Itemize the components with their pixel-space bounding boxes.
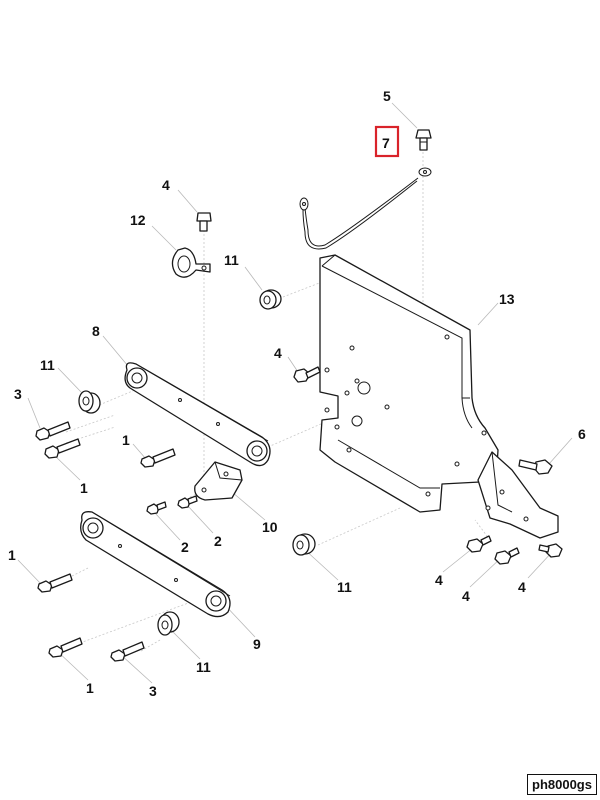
bolt-3-bottom: [110, 641, 145, 662]
callout-2: 2: [181, 539, 189, 555]
bushing-center: [292, 533, 316, 556]
callout-4: 4: [162, 177, 170, 193]
leader-lines: [17, 102, 573, 684]
bushing-upper: [259, 289, 282, 310]
callout-11: 11: [196, 659, 211, 675]
callout-6: 6: [578, 426, 586, 442]
callout-10: 10: [262, 519, 278, 535]
callout-9: 9: [253, 636, 261, 652]
small-bracket: [194, 461, 243, 501]
bolt-1-bottom: [48, 637, 83, 658]
clamp: [171, 247, 211, 278]
bolt-4-right-c: [538, 543, 563, 558]
screw-2-a: [146, 501, 167, 515]
callout-1: 1: [80, 480, 88, 496]
callout-1: 1: [8, 547, 16, 563]
main-plate: [319, 254, 559, 539]
bushing-left-upper: [78, 390, 101, 414]
bolt-4-right-a: [466, 535, 492, 553]
ground-strap: [299, 167, 432, 250]
callout-3: 3: [14, 386, 22, 402]
highlight-box: [374, 125, 400, 158]
callout-11: 11: [40, 357, 55, 373]
screw-2-b: [177, 495, 198, 509]
callout-4: 4: [462, 588, 470, 604]
callout-12: 12: [130, 212, 146, 228]
callout-4: 4: [274, 345, 282, 361]
callout-2: 2: [214, 533, 222, 549]
callout-4: 4: [518, 579, 526, 595]
bolt-1-left: [44, 438, 81, 459]
callout-8: 8: [92, 323, 100, 339]
bushing-lower: [157, 611, 180, 636]
link-arm-upper: [124, 362, 271, 467]
callout-labels: 5 7 4 12 11 13 8 4 11 3 1 1 6 2 2 10 1 1…: [8, 88, 586, 699]
callout-1: 1: [122, 432, 130, 448]
callout-11: 11: [337, 579, 352, 595]
drawing-code: ph8000gs: [532, 777, 592, 792]
drawing-code-badge: ph8000gs: [527, 774, 597, 795]
callout-13: 13: [499, 291, 515, 307]
bolt-1-middle: [140, 448, 176, 468]
bolt-4-clamp: [196, 212, 212, 232]
bolt-4-plate: [293, 366, 321, 383]
link-arm-lower: [80, 511, 231, 618]
callout-11: 11: [224, 252, 239, 268]
bolt-5: [415, 129, 432, 151]
bolt-6: [518, 459, 553, 475]
callout-5: 5: [383, 88, 391, 104]
callout-1: 1: [86, 680, 94, 696]
bolt-4-right-b: [494, 547, 520, 565]
bolt-3-upper: [35, 421, 71, 441]
callout-4: 4: [435, 572, 443, 588]
bolt-1-lower-left: [37, 573, 73, 593]
callout-7: 7: [382, 135, 390, 151]
callout-3: 3: [149, 683, 157, 699]
